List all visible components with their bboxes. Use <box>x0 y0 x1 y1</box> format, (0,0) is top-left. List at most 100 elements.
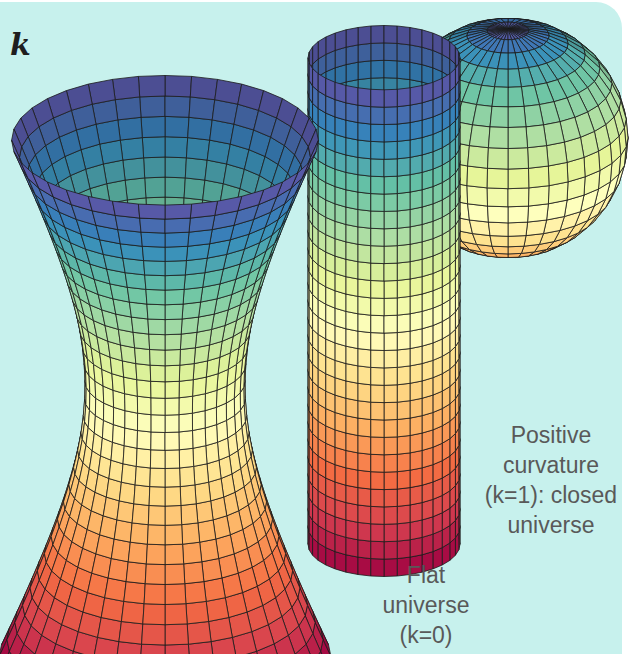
surface-patch <box>469 220 490 236</box>
surface-patch <box>165 381 180 398</box>
surface-patch <box>397 522 410 541</box>
surface-patch <box>371 107 384 125</box>
surface-patch <box>346 45 358 65</box>
surface-patch <box>397 244 410 263</box>
surface-patch <box>346 433 358 453</box>
surface-patch <box>371 26 384 44</box>
surface-patch <box>508 40 515 54</box>
surface-patch <box>165 365 179 382</box>
surface-patch <box>410 381 422 401</box>
surface-patch <box>371 420 384 438</box>
surface-patch <box>358 540 371 559</box>
surface-patch <box>410 190 422 210</box>
surface-patch <box>384 263 397 281</box>
surface-patch <box>508 222 528 236</box>
surface-patch <box>346 103 358 123</box>
surface-patch <box>397 227 410 246</box>
surface-patch <box>371 506 384 524</box>
surface-patch <box>442 74 450 96</box>
surface-patch <box>371 367 384 385</box>
surface-patch <box>467 166 488 188</box>
surface-patch <box>498 29 508 39</box>
surface-patch <box>358 244 371 263</box>
surface-patch <box>371 454 384 472</box>
surface-patch <box>384 437 397 455</box>
surface-patch <box>397 314 410 333</box>
surface-patch <box>371 246 384 264</box>
surface-patch <box>397 210 410 229</box>
surface-patch <box>397 61 410 80</box>
surface-patch <box>371 141 384 159</box>
surface-patch <box>358 505 371 524</box>
surface-patch <box>490 236 508 247</box>
surface-patch <box>397 175 410 194</box>
surface-patch <box>358 105 371 124</box>
surface-patch <box>410 120 422 140</box>
surface-patch <box>318 37 326 59</box>
surface-patch <box>492 87 508 107</box>
surface-patch <box>397 296 410 315</box>
surface-patch <box>508 29 515 39</box>
surface-patch <box>346 555 358 575</box>
surface-patch <box>346 259 358 279</box>
surface-patch <box>358 192 371 211</box>
surface-patch <box>397 157 410 176</box>
surface-patch <box>384 228 397 246</box>
surface-patch <box>397 470 410 489</box>
surface-patch <box>488 128 508 150</box>
surface-patch <box>346 225 358 245</box>
surface-patch <box>384 43 397 61</box>
surface-patch <box>397 26 410 45</box>
surface-patch <box>384 402 397 420</box>
surface-patch <box>358 522 371 541</box>
surface-patch <box>410 398 422 418</box>
surface-patch <box>501 40 508 54</box>
surface-patch <box>371 489 384 507</box>
surface-patch <box>508 106 526 127</box>
surface-patch <box>358 26 371 45</box>
surface-patch <box>488 27 508 30</box>
surface-patch <box>508 188 529 207</box>
surface-patch <box>371 472 384 490</box>
surface-patch <box>397 540 410 559</box>
surface-patch <box>346 451 358 471</box>
surface-patch <box>508 53 518 69</box>
surface-patch <box>410 155 422 175</box>
surface-patch <box>504 29 508 40</box>
surface-patch <box>548 162 568 185</box>
surface-patch <box>488 148 509 169</box>
surface-patch <box>358 331 371 350</box>
surface-patch <box>488 222 508 236</box>
surface-patch <box>397 88 410 107</box>
surface-patch <box>410 294 422 314</box>
surface-patch <box>442 37 450 59</box>
surface-patch <box>508 236 526 247</box>
surface-patch <box>473 105 493 127</box>
surface-patch <box>313 42 319 65</box>
surface-patch <box>384 194 397 212</box>
surface-patch <box>346 346 358 366</box>
surface-patch <box>371 124 384 142</box>
surface-patch <box>410 537 422 557</box>
surface-patch <box>397 279 410 298</box>
surface-patch <box>346 503 358 523</box>
surface-patch <box>410 468 422 488</box>
surface-patch <box>469 125 490 148</box>
surface-patch <box>384 559 397 577</box>
surface-patch <box>397 140 410 159</box>
surface-patch <box>508 168 529 188</box>
surface-patch <box>358 557 371 576</box>
surface-patch <box>528 204 549 222</box>
surface-patch <box>450 69 456 92</box>
surface-patch <box>358 43 371 62</box>
surface-patch <box>358 470 371 489</box>
surface-patch <box>358 314 371 333</box>
surface-patch <box>371 350 384 368</box>
surface-patch <box>490 106 508 127</box>
surface-patch <box>492 246 508 254</box>
surface-patch <box>529 166 550 188</box>
surface-patch <box>358 349 371 368</box>
surface-patch <box>397 43 410 62</box>
surface-patch <box>371 541 384 559</box>
